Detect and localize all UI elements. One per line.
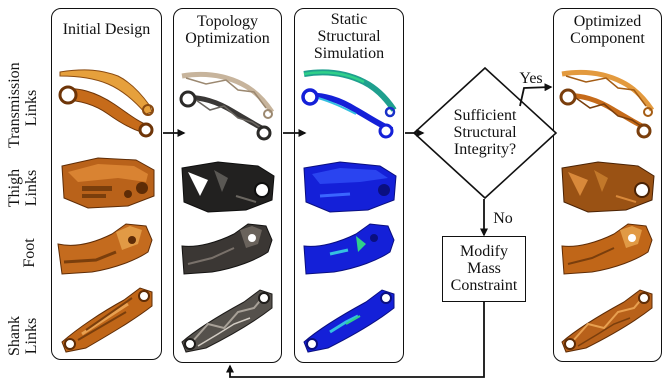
title-static-line1: Static (330, 11, 368, 28)
title-optimized-line2: Component (570, 30, 645, 47)
title-static: Static Structural Simulation (295, 11, 403, 62)
optimized-thigh-link (561, 161, 655, 213)
row-label-thigh: Thigh Links (6, 160, 42, 216)
row-label-shank-line2: Links (23, 317, 40, 355)
title-topology: Topology Optimization (174, 13, 281, 47)
row-label-transmission: Transmission Links (6, 62, 42, 148)
static-transmission-link (301, 69, 397, 139)
static-shank-link (303, 289, 395, 353)
modify-line1: Modify (460, 243, 508, 260)
static-thigh-link (303, 161, 397, 213)
decision-line2: Structural (453, 124, 517, 141)
row-label-thigh-line2: Links (23, 169, 40, 207)
topology-shank-link (181, 289, 273, 353)
topology-foot (181, 223, 273, 275)
optimized-shank-link (561, 289, 653, 353)
title-topology-line1: Topology (196, 13, 259, 30)
initial-shank-link (61, 287, 153, 353)
modify-box (442, 236, 526, 302)
row-label-transmission-line2: Links (23, 89, 40, 127)
decision-text: Sufficient Structural Integrity? (430, 107, 540, 158)
row-label-transmission-line1: Transmission (6, 62, 23, 148)
decision-line1: Sufficient (453, 107, 517, 124)
initial-thigh-link (61, 157, 155, 209)
decision-line3: Integrity? (453, 141, 517, 158)
topology-transmission-link (179, 71, 275, 141)
title-topology-line2: Optimization (185, 30, 270, 47)
topology-thigh-link (181, 161, 275, 213)
title-static-line3: Simulation (313, 45, 385, 62)
modify-line2: Mass (467, 260, 501, 277)
yes-label: Yes (519, 70, 543, 87)
title-static-line2: Structural (317, 28, 381, 45)
row-label-shank-line1: Shank (6, 316, 23, 356)
optimized-foot (561, 223, 653, 275)
title-initial-design: Initial Design (52, 21, 161, 38)
initial-transmission-link (58, 69, 154, 138)
modify-text: Modify Mass Constraint (442, 243, 526, 294)
initial-foot (57, 223, 153, 275)
optimized-transmission-link (559, 69, 655, 139)
row-label-thigh-line1: Thigh (6, 168, 23, 208)
row-label-foot: Foot (21, 233, 39, 273)
static-foot (303, 223, 395, 275)
title-optimized: Optimized Component (554, 13, 661, 47)
modify-line3: Constraint (450, 277, 518, 294)
no-label: No (493, 210, 513, 227)
title-initial-line1: Initial Design (62, 21, 151, 38)
row-label-foot-line1: Foot (21, 238, 38, 268)
row-label-shank: Shank Links (6, 308, 42, 364)
title-optimized-line1: Optimized (573, 13, 642, 30)
